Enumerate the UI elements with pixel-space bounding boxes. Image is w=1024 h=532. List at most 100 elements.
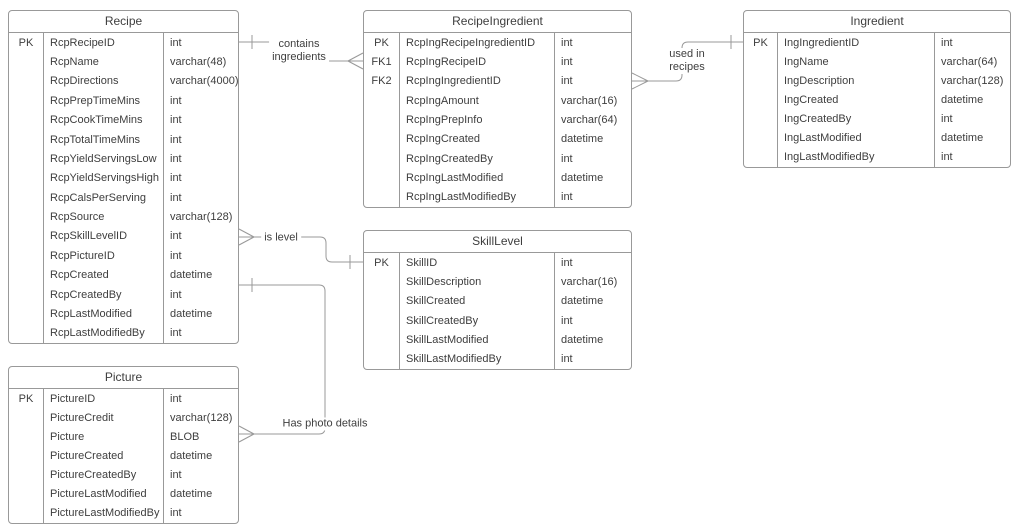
column-name: RcpIngRecipeIngredientID <box>400 33 555 53</box>
row-key-label <box>9 304 44 324</box>
connector-recipe-islevel-skilllevel[interactable] <box>254 236 363 263</box>
column-name: RcpIngLastModifiedBy <box>400 187 555 207</box>
row-key-label <box>9 226 44 247</box>
column-type: datetime <box>561 295 604 308</box>
column-type: int <box>170 327 182 340</box>
column-name: IngLastModifiedBy <box>778 147 935 167</box>
column-name: RcpPrepTimeMins <box>44 91 164 111</box>
row-key-label <box>744 90 778 110</box>
column-name: RcpCreated <box>44 265 164 285</box>
column-type: int <box>170 114 182 127</box>
row-key-label: PK <box>9 389 44 409</box>
row-key-label <box>744 71 778 91</box>
column-type: int <box>561 353 573 366</box>
row-key-label <box>364 168 400 188</box>
column-name: IngLastModified <box>778 128 935 148</box>
row-key-label <box>364 90 400 111</box>
column-name: RcpName <box>44 52 164 72</box>
column-type: int <box>941 113 953 126</box>
column-name: SkillDescription <box>400 272 555 292</box>
column-type: varchar(128) <box>941 74 1004 87</box>
column-name: IngIngredientID <box>778 33 935 53</box>
row-key-label <box>9 110 44 130</box>
cardinality-many-crow-foot <box>347 60 364 70</box>
connector-label-recipe-hasphoto-picture[interactable]: Has photo details <box>279 417 371 431</box>
row-key-label <box>744 109 778 129</box>
row-key-label <box>9 246 44 266</box>
row-key-label: PK <box>744 33 778 53</box>
column-type: datetime <box>561 171 604 184</box>
column-type: varchar(64) <box>941 55 998 68</box>
column-type: int <box>170 36 182 49</box>
row-key-label <box>9 149 44 169</box>
connector-recipe-hasphoto-picture[interactable] <box>239 284 326 435</box>
column-type: datetime <box>561 333 604 346</box>
column-name: RcpCalsPerServing <box>44 188 164 208</box>
connector-label-line: recipes <box>669 61 705 73</box>
row-key-label <box>364 187 400 207</box>
column-type: varchar(128) <box>170 411 233 424</box>
cardinality-many-crow-foot <box>631 80 649 90</box>
table-row[interactable]: RcpCreated datetime <box>9 265 238 285</box>
row-key-label: PK <box>364 33 400 53</box>
connector-label-line: used in <box>669 48 705 60</box>
column-name: RcpCreatedBy <box>44 284 164 305</box>
row-key-label <box>9 265 44 285</box>
column-type: int <box>561 55 573 68</box>
column-type: datetime <box>170 269 213 282</box>
connector-label-recipe-islevel-skilllevel[interactable]: is level <box>261 231 301 245</box>
